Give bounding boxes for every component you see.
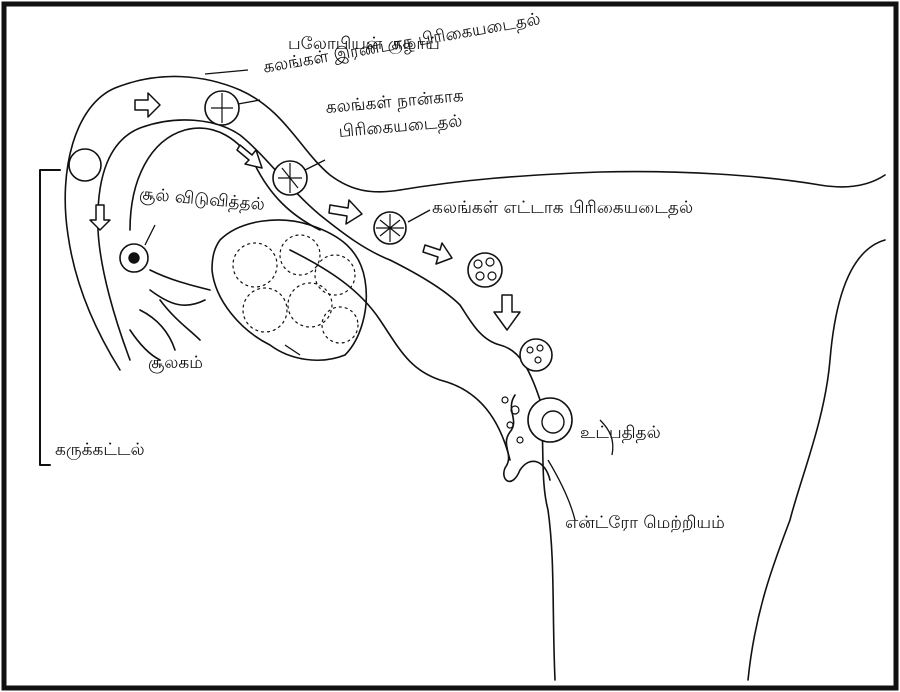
label-ovary: சூலகம் — [148, 355, 203, 372]
label-implantation: உட்பதிதல் — [580, 425, 661, 442]
label-fertilization: கருக்கட்டல் — [55, 442, 145, 459]
early-blastocyst — [520, 339, 552, 371]
fertilized-cell — [69, 149, 101, 181]
morula — [468, 253, 502, 287]
label-endometrium: என்ட்ரோ மெற்றியம் — [565, 515, 725, 532]
label-eight-cell-division: கலங்கள் எட்டாக பிரிகையடைதல் — [432, 200, 693, 217]
